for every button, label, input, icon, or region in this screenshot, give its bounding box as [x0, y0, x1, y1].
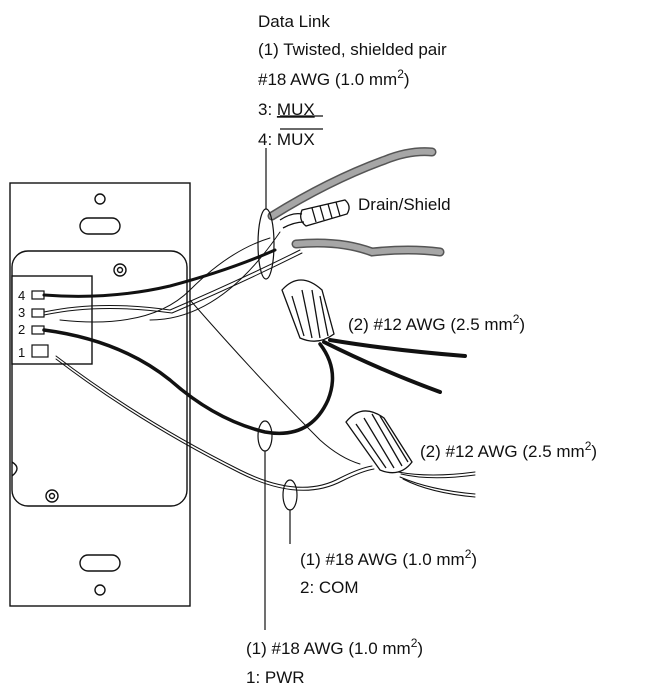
- wire-nut-2-wires: [397, 471, 476, 498]
- data-link-wire3: 3: MUX: [258, 100, 315, 119]
- data-link-gauge: #18 AWG (1.0 mm2): [258, 67, 410, 89]
- terminal-2-slot: [31, 325, 45, 335]
- data-link-wire4: 4: MUX: [258, 130, 315, 149]
- top-screw-hole: [94, 193, 106, 205]
- terminal-4-label: 4: [18, 288, 25, 303]
- terminal-1-slot: [31, 344, 49, 358]
- bottom-screw-hole: [94, 584, 106, 596]
- wirenut-1-label: (2) #12 AWG (2.5 mm2): [348, 312, 525, 334]
- com-wire-gauge: (1) #18 AWG (1.0 mm2): [300, 547, 477, 569]
- wire-nut-1-wires: [322, 338, 467, 394]
- terminal-3-slot: [31, 308, 45, 318]
- data-link-cable: [267, 147, 445, 257]
- terminal-4-slot: [31, 290, 45, 300]
- data-link-cable-type: (1) Twisted, shielded pair: [258, 40, 447, 59]
- pwr-wire-gauge: (1) #18 AWG (1.0 mm2): [246, 636, 423, 658]
- control-wires: [42, 231, 375, 491]
- com-wire-function: 2: COM: [300, 578, 359, 597]
- terminal-block: 4 3 2 1: [11, 275, 93, 365]
- drain-wire-nut: [279, 199, 350, 229]
- wire-nut-1: [281, 279, 335, 342]
- bottom-mount-slot: [79, 554, 121, 572]
- ground-screw-bottom: [45, 489, 59, 503]
- data-link-label-block: Data Link (1) Twisted, shielded pair #18…: [258, 12, 447, 149]
- wirenut-2-label: (2) #12 AWG (2.5 mm2): [420, 439, 597, 461]
- pwr-wire-function: 1: PWR: [246, 668, 305, 687]
- terminal-3-label: 3: [18, 305, 25, 320]
- ground-screw-top: [113, 263, 127, 277]
- terminal-2-label: 2: [18, 322, 25, 337]
- drain-shield-label: Drain/Shield: [358, 195, 451, 214]
- wire-nut-2: [345, 410, 413, 474]
- top-mount-slot: [79, 217, 121, 235]
- terminal-1-label: 1: [18, 345, 25, 360]
- pwr-callout-oval: [257, 420, 273, 452]
- data-link-title: Data Link: [258, 12, 330, 31]
- callouts: [257, 148, 298, 630]
- com-callout-oval: [282, 479, 298, 511]
